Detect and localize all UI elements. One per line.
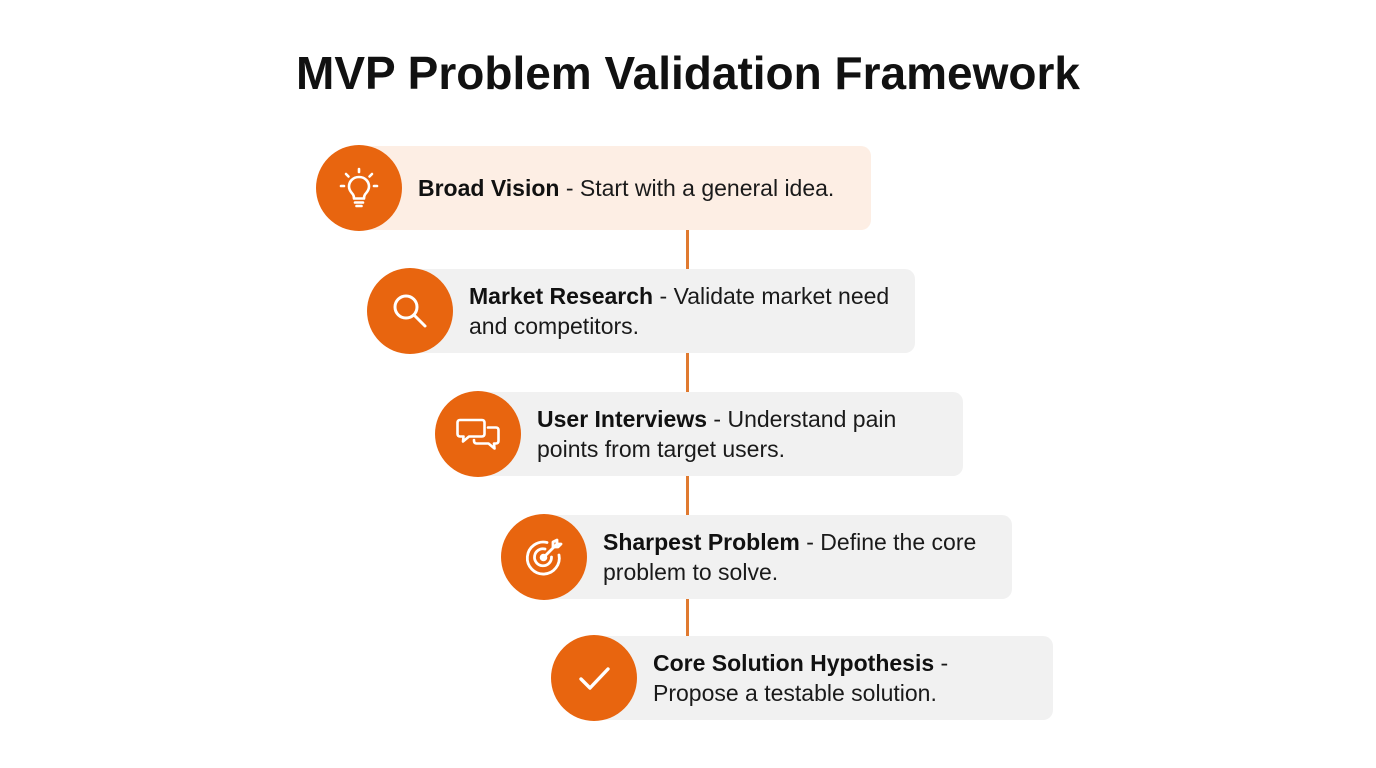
step-description: Start with a general idea. bbox=[579, 175, 835, 201]
step-separator: - bbox=[799, 529, 821, 555]
step-card: Broad Vision - Start with a general idea… bbox=[356, 146, 871, 230]
chat-bubbles-icon bbox=[456, 418, 500, 450]
step-icon-circle bbox=[367, 268, 453, 354]
checkmark-icon bbox=[579, 667, 610, 690]
connector-line bbox=[686, 475, 689, 515]
step-name: Market Research bbox=[469, 283, 654, 309]
step-name: Sharpest Problem bbox=[603, 529, 800, 555]
step-name: Broad Vision bbox=[418, 175, 560, 201]
step-name: Core Solution Hypothesis bbox=[653, 650, 935, 676]
connector-line bbox=[686, 229, 689, 269]
step-icon-circle bbox=[501, 514, 587, 600]
step-separator: - bbox=[559, 175, 580, 201]
step-card: User Interviews - Understand pain points… bbox=[475, 392, 963, 476]
step-icon-circle bbox=[316, 145, 402, 231]
lightbulb-icon bbox=[339, 167, 379, 208]
step-card: Market Research - Validate market need a… bbox=[407, 269, 915, 353]
page-title: MVP Problem Validation Framework bbox=[296, 47, 1080, 99]
step-description: Understand pain points from target users… bbox=[537, 406, 897, 462]
step-separator: - bbox=[653, 283, 674, 309]
step-description: Propose a testable solution. bbox=[653, 680, 937, 706]
step-description: Define the core problem to solve. bbox=[603, 529, 977, 585]
step-icon-circle bbox=[435, 391, 521, 477]
connector-line bbox=[686, 598, 689, 636]
magnifier-icon bbox=[393, 294, 427, 328]
step-icon-circle bbox=[551, 635, 637, 721]
step-card: Sharpest Problem - Define the core probl… bbox=[541, 515, 1012, 599]
connector-line bbox=[686, 352, 689, 392]
step-separator: - bbox=[934, 650, 949, 676]
target-icon bbox=[525, 538, 563, 576]
step-card: Core Solution Hypothesis - Propose a tes… bbox=[591, 636, 1053, 720]
step-name: User Interviews bbox=[537, 406, 708, 432]
step-description: Validate market need and competitors. bbox=[469, 283, 890, 339]
step-separator: - bbox=[707, 406, 728, 432]
